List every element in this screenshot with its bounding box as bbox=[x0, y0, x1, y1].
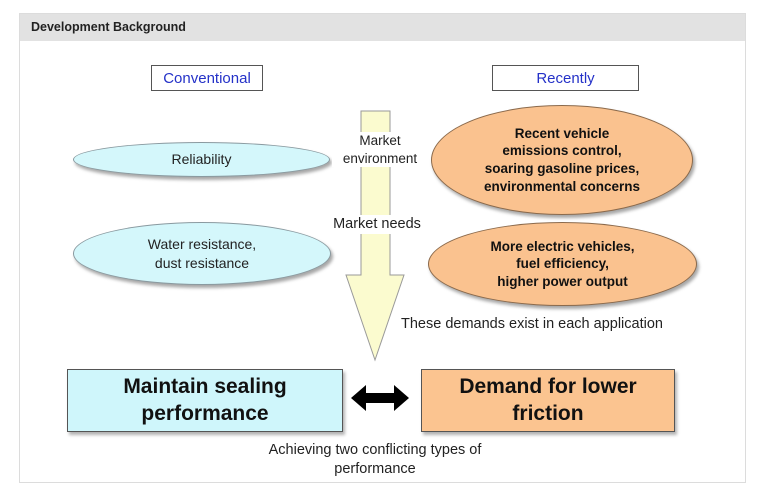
lower-friction-text: Demand for lower friction bbox=[459, 375, 637, 425]
double-arrow-icon bbox=[351, 385, 409, 411]
sealing-performance-box: Maintain sealing performance bbox=[67, 369, 343, 432]
lower-friction-box: Demand for lower friction bbox=[421, 369, 675, 432]
electric-vehicles-text: More electric vehicles, fuel efficiency,… bbox=[490, 238, 635, 289]
emissions-text: Recent vehicle emissions control, soarin… bbox=[483, 125, 641, 194]
recently-label: Recently bbox=[492, 65, 639, 91]
section-title: Development Background bbox=[31, 20, 186, 34]
electric-vehicles-ellipse: More electric vehicles, fuel efficiency,… bbox=[428, 222, 697, 306]
conflicting-performance-caption: Achieving two conflicting types of perfo… bbox=[268, 442, 482, 477]
reliability-ellipse: Reliability bbox=[73, 142, 330, 177]
market-needs-text: Market needs bbox=[322, 215, 432, 234]
demands-note: These demands exist in each application bbox=[401, 316, 663, 332]
water-resistance-ellipse: Water resistance, dust resistance bbox=[73, 222, 331, 285]
water-resistance-text: Water resistance, dust resistance bbox=[147, 236, 257, 271]
reliability-text: Reliability bbox=[171, 151, 232, 168]
section-header: Development Background bbox=[20, 14, 745, 41]
sealing-performance-text: Maintain sealing performance bbox=[123, 375, 287, 425]
market-environment-text: Market environment bbox=[332, 132, 428, 168]
conventional-label: Conventional bbox=[151, 65, 263, 91]
emissions-ellipse: Recent vehicle emissions control, soarin… bbox=[431, 105, 693, 215]
